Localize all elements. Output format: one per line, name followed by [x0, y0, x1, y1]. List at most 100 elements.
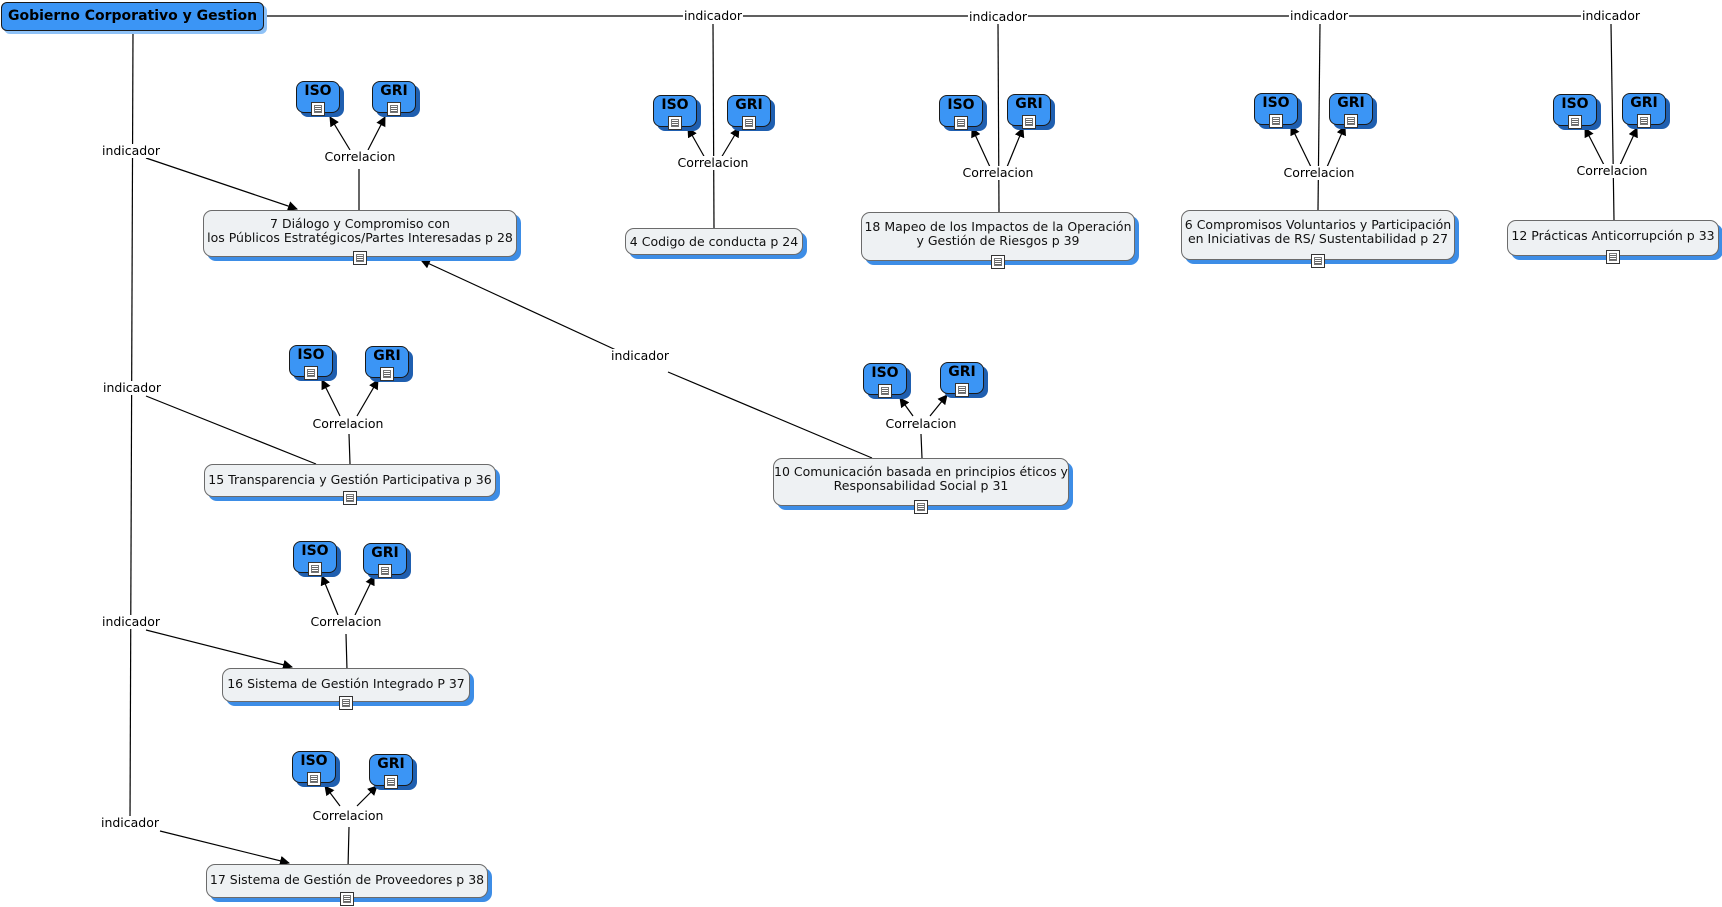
document-icon[interactable] — [1637, 114, 1651, 128]
gri-label: GRI — [1015, 96, 1043, 112]
gri-label: GRI — [373, 348, 401, 364]
iso-tag[interactable]: ISO — [1254, 93, 1298, 128]
topic-label: 7 Diálogo y Compromiso con los Públicos … — [207, 216, 513, 245]
root-node[interactable]: Gobierno Corporativo y Gestion — [1, 2, 264, 31]
topic-label: 17 Sistema de Gestión de Proveedores p 3… — [209, 872, 485, 887]
iso-label: ISO — [1561, 96, 1589, 112]
iso-tag[interactable]: ISO — [289, 345, 333, 380]
document-icon[interactable] — [353, 251, 367, 265]
document-icon[interactable] — [339, 696, 353, 710]
document-icon[interactable] — [955, 383, 969, 397]
gri-label: GRI — [735, 97, 763, 113]
gri-label: GRI — [948, 364, 976, 380]
topic-node-mapeo-impactos[interactable]: 18 Mapeo de los Impactos de la Operación… — [861, 212, 1135, 269]
indicador-label: indicador — [100, 614, 162, 629]
topic-node-codigo-conducta[interactable]: 4 Codigo de conducta p 24 — [625, 228, 803, 255]
iso-label: ISO — [304, 83, 332, 99]
iso-label: ISO — [301, 543, 329, 559]
correlacion-label: Correlacion — [676, 155, 750, 170]
document-icon[interactable] — [668, 116, 682, 130]
document-icon[interactable] — [307, 772, 321, 786]
indicador-label: indicador — [682, 8, 744, 23]
document-icon[interactable] — [384, 775, 398, 789]
correlacion-label: Correlacion — [961, 165, 1035, 180]
iso-label: ISO — [661, 97, 689, 113]
topic-node-transparencia[interactable]: 15 Transparencia y Gestión Participativa… — [204, 464, 496, 505]
document-icon[interactable] — [991, 255, 1005, 269]
iso-tag[interactable]: ISO — [939, 95, 983, 130]
gri-tag[interactable]: GRI — [1329, 93, 1373, 128]
document-icon[interactable] — [954, 116, 968, 130]
document-icon[interactable] — [304, 366, 318, 380]
topic-label: 15 Transparencia y Gestión Participativa… — [208, 472, 492, 487]
topic-node-anticorrupcion[interactable]: 12 Prácticas Anticorrupción p 33 — [1507, 220, 1719, 264]
document-icon[interactable] — [1568, 115, 1582, 129]
gri-label: GRI — [1630, 95, 1658, 111]
indicador-label: indicador — [609, 348, 671, 363]
gri-label: GRI — [1337, 95, 1365, 111]
iso-label: ISO — [947, 97, 975, 113]
document-icon[interactable] — [1606, 250, 1620, 264]
document-icon[interactable] — [311, 102, 325, 116]
topic-label: 18 Mapeo de los Impactos de la Operación… — [864, 219, 1132, 248]
document-icon[interactable] — [742, 116, 756, 130]
iso-tag[interactable]: ISO — [653, 95, 697, 130]
document-icon[interactable] — [343, 491, 357, 505]
topic-label: 4 Codigo de conducta p 24 — [629, 234, 799, 249]
indicador-label: indicador — [101, 380, 163, 395]
document-icon[interactable] — [380, 367, 394, 381]
document-icon[interactable] — [914, 500, 928, 514]
gri-label: GRI — [371, 545, 399, 561]
correlacion-label: Correlacion — [309, 614, 383, 629]
topic-node-comunicacion[interactable]: 10 Comunicación basada en principios éti… — [773, 458, 1069, 514]
document-icon[interactable] — [1269, 114, 1283, 128]
topic-label: 10 Comunicación basada en principios éti… — [774, 464, 1068, 493]
iso-tag[interactable]: ISO — [1553, 94, 1597, 129]
correlacion-label: Correlacion — [311, 808, 385, 823]
gri-tag[interactable]: GRI — [369, 754, 413, 789]
gri-tag[interactable]: GRI — [372, 81, 416, 116]
iso-label: ISO — [871, 365, 899, 381]
gri-tag[interactable]: GRI — [1622, 93, 1666, 128]
gri-tag[interactable]: GRI — [365, 346, 409, 381]
topic-node-dialogo[interactable]: 7 Diálogo y Compromiso con los Públicos … — [203, 210, 517, 265]
iso-tag[interactable]: ISO — [292, 751, 336, 786]
document-icon[interactable] — [1344, 114, 1358, 128]
correlacion-label: Correlacion — [1575, 163, 1649, 178]
indicador-label: indicador — [967, 9, 1029, 24]
iso-label: ISO — [300, 753, 328, 769]
correlacion-label: Correlacion — [323, 149, 397, 164]
gri-tag[interactable]: GRI — [1007, 94, 1051, 129]
document-icon[interactable] — [308, 562, 322, 576]
topic-label: 16 Sistema de Gestión Integrado P 37 — [227, 676, 465, 691]
document-icon[interactable] — [378, 564, 392, 578]
iso-tag[interactable]: ISO — [293, 541, 337, 576]
topic-label: 12 Prácticas Anticorrupción p 33 — [1511, 228, 1715, 243]
iso-label: ISO — [1262, 95, 1290, 111]
document-icon[interactable] — [387, 102, 401, 116]
gri-tag[interactable]: GRI — [727, 95, 771, 130]
topic-node-proveedores[interactable]: 17 Sistema de Gestión de Proveedores p 3… — [206, 864, 488, 906]
topic-node-compromisos-voluntarios[interactable]: 6 Compromisos Voluntarios y Participació… — [1181, 210, 1455, 268]
document-icon[interactable] — [1311, 254, 1325, 268]
indicador-label: indicador — [1288, 8, 1350, 23]
root-label: Gobierno Corporativo y Gestion — [7, 8, 258, 24]
document-icon[interactable] — [340, 892, 354, 906]
indicador-label: indicador — [1580, 8, 1642, 23]
indicador-label: indicador — [99, 815, 161, 830]
iso-tag[interactable]: ISO — [863, 363, 907, 398]
gri-tag[interactable]: GRI — [940, 362, 984, 397]
document-icon[interactable] — [878, 384, 892, 398]
document-icon[interactable] — [1022, 115, 1036, 129]
correlacion-label: Correlacion — [1282, 165, 1356, 180]
indicador-label: indicador — [100, 143, 162, 158]
topic-label: 6 Compromisos Voluntarios y Participació… — [1184, 217, 1452, 246]
gri-tag[interactable]: GRI — [363, 543, 407, 578]
topic-node-gestion-integrado[interactable]: 16 Sistema de Gestión Integrado P 37 — [222, 668, 470, 710]
correlacion-label: Correlacion — [884, 416, 958, 431]
correlacion-label: Correlacion — [311, 416, 385, 431]
gri-label: GRI — [377, 756, 405, 772]
iso-tag[interactable]: ISO — [296, 81, 340, 116]
iso-label: ISO — [297, 347, 325, 363]
